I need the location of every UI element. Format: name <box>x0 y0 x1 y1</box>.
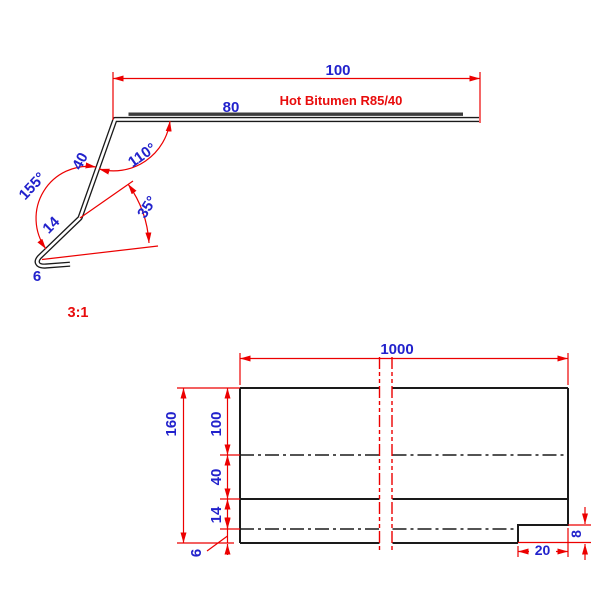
angle-arc <box>98 120 172 175</box>
leader-line <box>206 535 228 552</box>
bitumen-note: Hot Bitumen R85/40 <box>280 93 403 108</box>
dim-top-width: 100 <box>112 62 481 123</box>
notch-dimensions: 8 20 <box>517 507 591 560</box>
profile-view: 100 80 Hot Bitumen R85/40 110° 155° 35° … <box>16 62 481 321</box>
dim-label-strip-14: 14 <box>208 506 225 523</box>
chain-dimensions: 100 40 14 6 <box>188 388 240 557</box>
dim-label-80: 80 <box>223 99 240 116</box>
sheet-profile-outline <box>34 116 479 269</box>
dim-label-strip-100: 100 <box>208 411 225 436</box>
dim-label-strip-6: 6 <box>188 549 205 557</box>
label-backing <box>529 543 556 557</box>
dim-label-1000: 1000 <box>380 341 413 358</box>
angle-label-155: 155° <box>16 169 50 203</box>
dim-length: 1000 <box>239 341 569 385</box>
angle-arc <box>35 162 97 250</box>
dim-label-notch-20: 20 <box>535 542 551 558</box>
extension-line <box>518 524 591 544</box>
angle-arc <box>127 183 152 244</box>
angle-label-35: 35° <box>134 193 161 221</box>
dim-label-notch-8: 8 <box>568 530 584 538</box>
right-edge-notch <box>517 388 569 543</box>
sheet-profile-core <box>35 118 479 268</box>
dim-label-strip-40: 40 <box>208 469 225 486</box>
dim-label-6: 6 <box>33 268 41 285</box>
scale-label: 3:1 <box>68 305 89 321</box>
dim-label-160: 160 <box>163 411 180 436</box>
flat-view: 1000 160 100 40 14 6 8 <box>163 341 591 560</box>
construction-line <box>79 180 134 219</box>
angle-label-110: 110° <box>125 140 159 171</box>
dim-total-width: 160 <box>163 387 240 544</box>
dim-label-40: 40 <box>69 150 92 173</box>
flat-outline <box>239 387 569 544</box>
dim-label-100: 100 <box>325 62 350 79</box>
angle-hem-bend: 35° <box>41 180 161 261</box>
construction-line <box>41 245 159 261</box>
